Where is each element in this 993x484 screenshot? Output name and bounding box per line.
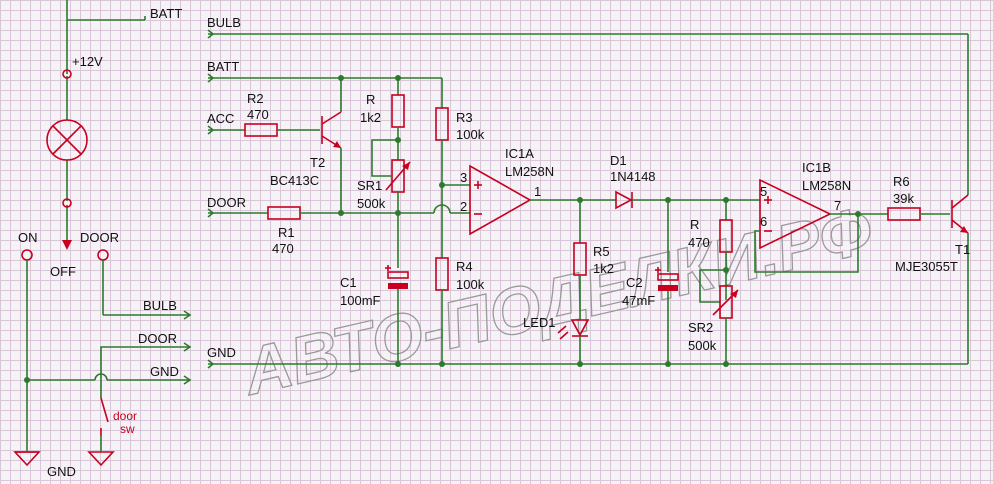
resistor-r1	[267, 206, 301, 220]
diode-d1	[615, 190, 633, 210]
terminal-plus12v	[62, 69, 72, 79]
component-value: 100mF	[340, 293, 381, 308]
component-value: 470	[272, 241, 294, 256]
ground-label: GND	[47, 464, 76, 479]
component-value: 500k	[688, 338, 717, 353]
resistor-r4	[435, 257, 449, 291]
net-label: GND	[207, 345, 236, 360]
net-label: GND	[150, 364, 179, 379]
component-ref: T1	[955, 242, 970, 257]
opamp-ic1b	[759, 178, 832, 250]
switch-label: OFF	[50, 264, 76, 279]
component-ref: R6	[893, 174, 910, 189]
component-value: 100k	[456, 127, 485, 142]
left-section: BATT +12V OFF ON DOOR BULB DOOR GND door…	[13, 0, 192, 479]
net-label: +12V	[72, 54, 103, 69]
ground-symbol	[13, 451, 41, 467]
resistor-r6	[887, 207, 921, 221]
component-ref: LED1	[523, 315, 556, 330]
component-value: LM258N	[505, 164, 554, 179]
component-value: 39k	[893, 191, 914, 206]
component-ref: R	[690, 217, 699, 232]
component-ref: T2	[310, 155, 325, 170]
component-value: 500k	[357, 196, 386, 211]
net-label: BULB	[207, 15, 241, 30]
component-value: 1k2	[360, 110, 381, 125]
watermark: АВТО-ПОДЕЛКИ.РФ	[235, 192, 879, 409]
pin-number: 3	[460, 170, 467, 185]
door-switch	[26, 380, 109, 445]
switch-label: door	[113, 409, 137, 423]
resistor-r3	[435, 107, 449, 141]
capacitor-c1	[385, 265, 409, 289]
component-ref: R2	[247, 91, 264, 106]
pin-number: 1	[534, 184, 541, 199]
component-value: 1N4148	[610, 169, 656, 184]
component-ref: R3	[456, 110, 473, 125]
component-value: 470	[247, 107, 269, 122]
component-ref: D1	[610, 153, 627, 168]
component-value: LM258N	[802, 178, 851, 193]
component-ref: C1	[340, 275, 357, 290]
component-ref: R5	[593, 244, 610, 259]
net-label: DOOR	[207, 195, 246, 210]
pin-number: 6	[760, 214, 767, 229]
net-label: BATT	[207, 59, 239, 74]
terminal-on	[21, 249, 33, 261]
pin-number: 2	[460, 199, 467, 214]
component-ref: IC1A	[505, 146, 534, 161]
switch-label: sw	[120, 422, 135, 436]
net-label: BATT	[150, 6, 182, 21]
net-label: BULB	[143, 298, 177, 313]
component-value: BC413C	[270, 173, 319, 188]
switch-label: ON	[18, 230, 38, 245]
component-ref: SR2	[688, 320, 713, 335]
component-value: 1k2	[593, 261, 614, 276]
capacitor-c2	[655, 267, 679, 291]
component-ref: R4	[456, 259, 473, 274]
component-value: MJE3055T	[895, 259, 958, 274]
opamp-ic1a	[469, 164, 532, 236]
transistor-t2	[321, 111, 342, 149]
component-ref: R1	[278, 225, 295, 240]
pin-number: 5	[760, 184, 767, 199]
component-value: 100k	[456, 277, 485, 292]
bulb-lamp	[46, 119, 88, 161]
component-value: 47mF	[622, 293, 655, 308]
net-label: ACC	[207, 111, 234, 126]
pin-number: 7	[834, 198, 841, 213]
resistor-r2	[244, 123, 278, 137]
resistor-r	[391, 94, 405, 128]
net-label: DOOR	[138, 331, 177, 346]
terminal-bulb-bottom	[62, 198, 72, 208]
switch-arrow	[62, 240, 72, 250]
component-ref: R	[366, 92, 375, 107]
component-ref: IC1B	[802, 160, 831, 175]
ground-symbol	[87, 451, 115, 467]
component-ref: C2	[626, 275, 643, 290]
component-ref: SR1	[357, 178, 382, 193]
component-value: 470	[688, 235, 710, 250]
terminal-door	[97, 249, 109, 261]
switch-label: DOOR	[80, 230, 119, 245]
transistor-t1	[951, 194, 969, 234]
